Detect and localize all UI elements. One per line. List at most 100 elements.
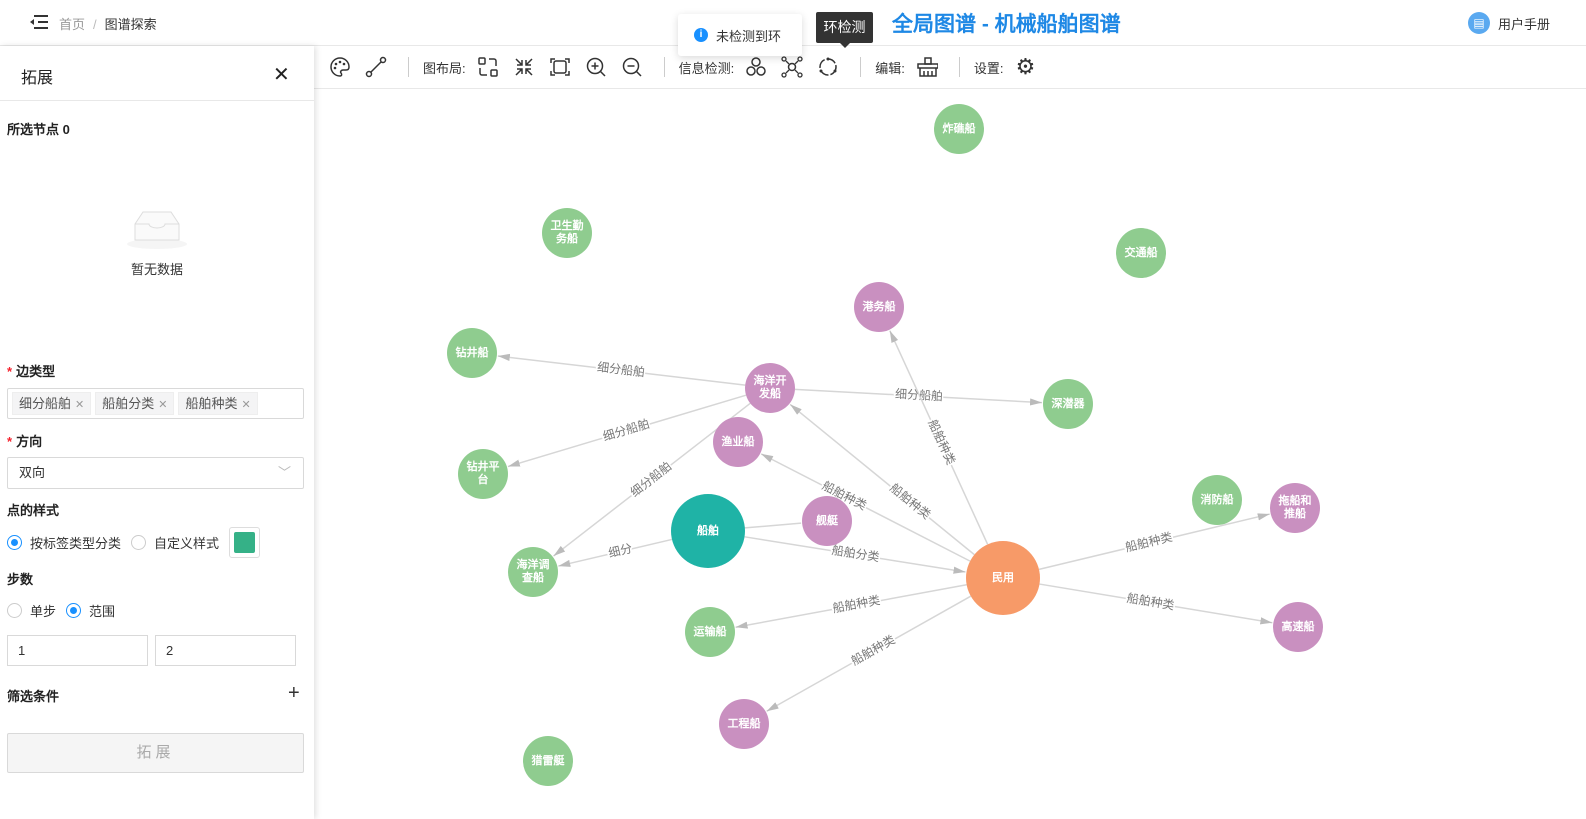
graph-node[interactable]: 钻井平台 xyxy=(458,449,508,499)
range-radio[interactable]: 范围 xyxy=(66,601,115,620)
node-label: 交通船 xyxy=(1124,246,1158,259)
node-label: 钻井平台 xyxy=(466,461,500,486)
graph-node[interactable]: 舰艇 xyxy=(802,496,852,546)
graph-node[interactable]: 船舶 xyxy=(671,494,745,568)
community-detect-icon[interactable] xyxy=(745,56,767,78)
breadcrumb-home[interactable]: 首页 xyxy=(59,17,86,32)
centrality-icon[interactable] xyxy=(781,56,803,78)
node-label: 猎雷艇 xyxy=(531,754,565,767)
node-label: 港务船 xyxy=(862,300,896,313)
empty-text: 暂无数据 xyxy=(130,262,183,277)
breadcrumb-separator: / xyxy=(93,17,97,32)
graph-node[interactable]: 拖船和推船 xyxy=(1270,483,1320,533)
tag-close-icon[interactable]: ✕ xyxy=(75,399,85,411)
divider xyxy=(958,57,960,77)
node-label: 海洋开发船 xyxy=(753,375,787,400)
cycle-detect-icon[interactable] xyxy=(817,56,839,78)
graph-edge[interactable] xyxy=(507,394,747,468)
graph-edge[interactable] xyxy=(744,522,802,529)
detect-label: 信息检测: xyxy=(678,60,735,76)
graph-node[interactable]: 消防船 xyxy=(1192,475,1242,525)
graph-node[interactable]: 工程船 xyxy=(719,699,769,749)
node-style-label: 点的样式 xyxy=(7,503,60,518)
direction-select[interactable]: 双向﹀ xyxy=(7,457,304,489)
edge-label: 细分 xyxy=(607,541,634,560)
graph-node[interactable]: 交通船 xyxy=(1116,228,1166,278)
edge-label: 船舶种类 xyxy=(1124,529,1174,555)
empty-inbox-icon xyxy=(127,211,187,249)
edge-type-select[interactable]: 细分船舶✕ 船舶分类✕ 船舶种类✕ xyxy=(7,388,304,419)
graph-edge[interactable] xyxy=(1038,513,1270,571)
graph-node[interactable]: 海洋开发船 xyxy=(745,363,795,413)
info-icon: i xyxy=(694,28,708,42)
graph-edge[interactable] xyxy=(1039,583,1273,625)
zoom-out-icon[interactable] xyxy=(621,56,643,78)
node-label: 船舶 xyxy=(697,524,719,537)
graph-node[interactable]: 海洋调查船 xyxy=(508,547,558,597)
clear-brush-icon[interactable] xyxy=(916,56,938,78)
palette-icon[interactable] xyxy=(329,56,351,78)
graph-node[interactable]: 钻井船 xyxy=(447,328,497,378)
graph-edge[interactable] xyxy=(744,536,966,574)
tag-close-icon[interactable]: ✕ xyxy=(241,399,251,411)
user-manual-link[interactable]: ▤用户手册 xyxy=(1467,12,1550,34)
graph-node[interactable]: 猎雷艇 xyxy=(523,736,573,786)
empty-state: 暂无数据 xyxy=(0,206,314,278)
tag-close-icon[interactable]: ✕ xyxy=(158,399,168,411)
edge-label: 细分船舶 xyxy=(627,458,674,499)
expand-button[interactable]: 拓展 xyxy=(7,733,304,773)
graph-node[interactable]: 卫生勤务船 xyxy=(542,208,592,258)
filter-label: 筛选条件 xyxy=(7,689,60,704)
style-custom-radio[interactable]: 自定义样式 xyxy=(131,533,219,552)
edge-label: 船舶种类 xyxy=(1126,590,1176,613)
graph-edge[interactable] xyxy=(558,538,673,567)
layout-label: 图布局: xyxy=(423,60,466,76)
steps-label: 步数 xyxy=(7,572,34,587)
style-by-label-radio[interactable]: 按标签类型分类 xyxy=(7,533,121,552)
node-label: 海洋调查船 xyxy=(516,559,550,584)
add-filter-icon[interactable]: + xyxy=(288,682,300,704)
graph-node[interactable]: 运输船 xyxy=(685,607,735,657)
node-label: 深潜器 xyxy=(1051,397,1085,410)
divider xyxy=(663,57,665,77)
node-label: 舰艇 xyxy=(816,514,838,527)
fit-view-icon[interactable] xyxy=(549,56,571,78)
edge-link-icon[interactable] xyxy=(365,56,387,78)
graph-edge[interactable] xyxy=(794,388,1043,406)
graph-node[interactable]: 高速船 xyxy=(1273,602,1323,652)
graph-node[interactable]: 民用 xyxy=(966,541,1040,615)
edge-label: 细分船舶 xyxy=(596,359,645,379)
graph-edge[interactable] xyxy=(789,403,975,556)
graph-node[interactable]: 炸礁船 xyxy=(934,104,984,154)
color-picker[interactable] xyxy=(229,527,261,558)
breadcrumb-current: 图谱探索 xyxy=(104,17,157,32)
single-step-radio[interactable]: 单步 xyxy=(7,601,56,620)
node-label: 渔业船 xyxy=(721,435,755,448)
graph-edge[interactable] xyxy=(497,353,746,386)
graph-node[interactable]: 港务船 xyxy=(854,282,904,332)
edge-type-label: *边类型 xyxy=(7,364,56,379)
relayout-icon[interactable] xyxy=(477,56,499,78)
node-label: 高速船 xyxy=(1281,620,1315,633)
range-from-input[interactable]: 1 xyxy=(7,635,148,666)
close-icon[interactable]: ✕ xyxy=(273,64,290,86)
expand-panel: 拓展 ✕ 所选节点 0 暂无数据 *边类型 细分船舶✕ 船舶分类✕ 船舶种类✕ … xyxy=(0,46,314,819)
range-to-input[interactable]: 2 xyxy=(155,635,296,666)
gear-icon[interactable]: ⚙ xyxy=(1015,54,1036,79)
compress-icon[interactable] xyxy=(513,56,535,78)
graph-edge[interactable] xyxy=(766,595,972,712)
node-label: 炸礁船 xyxy=(942,122,976,135)
node-label: 钻井船 xyxy=(455,346,489,359)
graph-node[interactable]: 深潜器 xyxy=(1043,379,1093,429)
menu-fold-icon[interactable] xyxy=(30,14,48,30)
graph-edge[interactable] xyxy=(760,453,971,562)
graph-edge[interactable] xyxy=(735,583,967,629)
zoom-in-icon[interactable] xyxy=(585,56,607,78)
graph-edge[interactable] xyxy=(889,330,989,545)
graph-node[interactable]: 渔业船 xyxy=(713,417,763,467)
edge-label: 船舶种类 xyxy=(848,632,897,669)
selected-nodes-count: 所选节点 0 xyxy=(7,122,70,137)
edit-label: 编辑: xyxy=(875,60,905,76)
